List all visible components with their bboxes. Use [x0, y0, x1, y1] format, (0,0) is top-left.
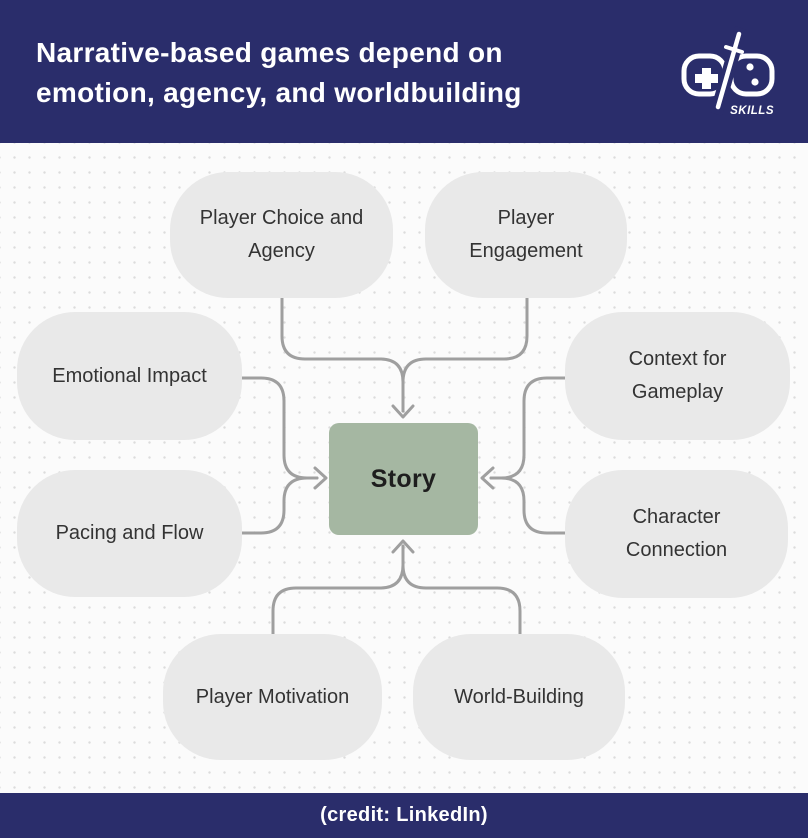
page-title: Narrative-based games depend on emotion,…	[36, 33, 636, 113]
page-title-line-1: Narrative-based games depend on	[36, 37, 503, 68]
node-label: Pacing and Flow	[55, 522, 204, 544]
arrowhead-up-icon	[391, 539, 415, 554]
node-pacing-and-flow: Pacing and Flow	[17, 470, 242, 597]
credit-text: (credit: LinkedIn)	[320, 804, 488, 826]
gamepad-sword-icon: SKILLS	[681, 26, 775, 117]
node-player-motivation: Player Motivation	[163, 634, 382, 760]
node-world-building: World-Building	[413, 634, 625, 760]
node-context-for-gameplay: Context for Gameplay	[565, 312, 790, 440]
node-player-choice-and-agency: Player Choice and Agency	[170, 172, 393, 298]
header-banner: Narrative-based games depend on emotion,…	[0, 0, 808, 143]
node-character-connection: Character Connection	[565, 470, 788, 598]
arrowhead-left-icon	[480, 466, 495, 490]
node-emotional-impact: Emotional Impact	[17, 312, 242, 440]
arrowhead-right-icon	[313, 466, 328, 490]
node-label: Context for Gameplay	[628, 348, 727, 403]
node-label: Player Engagement	[469, 207, 583, 262]
gd-skills-logo: SKILLS	[678, 26, 778, 118]
footer-bar: (credit: LinkedIn)	[0, 793, 808, 838]
node-label: Player Choice and Agency	[199, 207, 364, 262]
node-label: Character Connection	[625, 506, 728, 561]
node-label: Player Motivation	[195, 685, 350, 708]
node-label: World-Building	[454, 685, 584, 708]
connector-arrows	[240, 296, 568, 636]
node-label: Emotional Impact	[52, 364, 207, 387]
logo-wordmark: SKILLS	[730, 105, 774, 117]
node-player-engagement: Player Engagement	[425, 172, 627, 298]
arrowhead-down-icon	[391, 404, 415, 419]
page-title-line-2: emotion, agency, and worldbuilding	[36, 77, 522, 108]
diagram-area: Player Choice and Agency Player Engageme…	[0, 143, 808, 792]
story-label: Story	[370, 464, 437, 493]
node-story-center: Story	[329, 423, 478, 535]
